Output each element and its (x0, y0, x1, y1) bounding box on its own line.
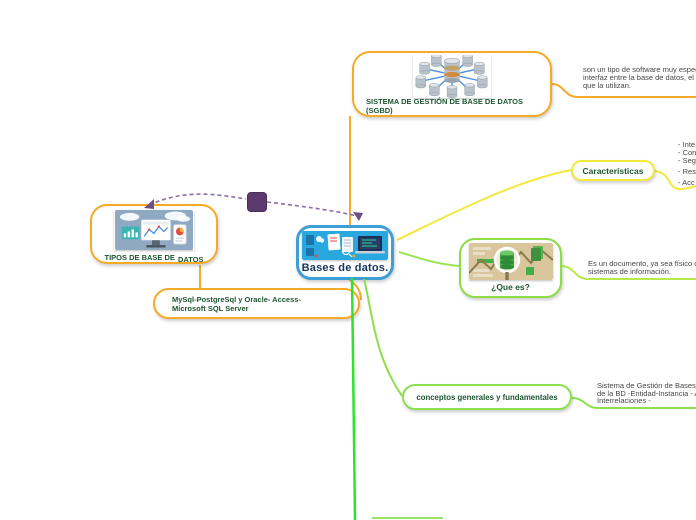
node-caracteristicas[interactable]: Características (571, 160, 655, 181)
branch-caracteristicas (396, 169, 572, 241)
databases-collage-image (302, 231, 388, 260)
node-conceptos[interactable]: conceptos generales y fundamentales (402, 384, 572, 410)
node-center-label: Bases de datos. (301, 262, 389, 274)
node-mysql-label: MySql-PostgreSql y Oracle- Access- Micro… (172, 294, 301, 313)
note-sgbd: son un tipo de software muy específico, … (583, 65, 696, 90)
node-sgbd[interactable]: SISTEMA DE GESTIÓN DE BASE DE DATOS (SGB… (352, 51, 552, 117)
relationship-square[interactable] (247, 192, 267, 212)
branch-conceptos (363, 278, 403, 397)
database-network-icon (415, 55, 488, 98)
note-quees: Es un documento, ya sea físico o virtu s… (588, 259, 696, 276)
devices-charts-image (114, 210, 194, 250)
database-search-image (468, 243, 553, 280)
node-mysql[interactable]: MySql-PostgreSql y Oracle- Access- Micro… (153, 288, 360, 319)
note-caracteristicas: - Inte - Con - Seg - Res - Acc (678, 140, 696, 187)
node-caracteristicas-label: Características (582, 165, 644, 176)
note-conceptos: Sistema de Gestión de Bases de D de la B… (597, 381, 696, 405)
node-sgbd-label: SISTEMA DE GESTIÓN DE BASE DE DATOS (SGB… (366, 97, 523, 115)
relationship-line-right (266, 201, 358, 217)
node-quees[interactable]: ¿Que es? (459, 238, 562, 298)
node-conceptos-label: conceptos generales y fundamentales (416, 392, 558, 402)
node-center-bases-de-datos[interactable]: Bases de datos. (296, 225, 394, 280)
relationship-arrow-right (353, 212, 363, 221)
branch-quees (398, 251, 460, 267)
node-quees-label: ¿Que es? (491, 282, 530, 292)
